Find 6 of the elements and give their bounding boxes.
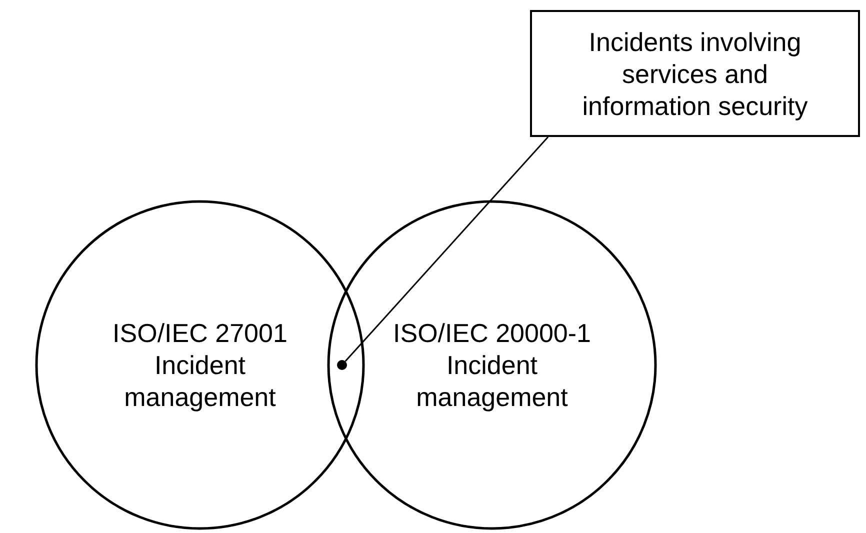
leader-line bbox=[344, 136, 549, 362]
point-dot bbox=[337, 360, 347, 370]
circle-label: ISO/IEC 27001 Incident management bbox=[112, 317, 288, 413]
callout-box bbox=[530, 10, 860, 137]
circle-label: ISO/IEC 20000-1 Incident management bbox=[392, 317, 592, 413]
callout-text: Incidents involving services and information security bbox=[581, 26, 809, 122]
